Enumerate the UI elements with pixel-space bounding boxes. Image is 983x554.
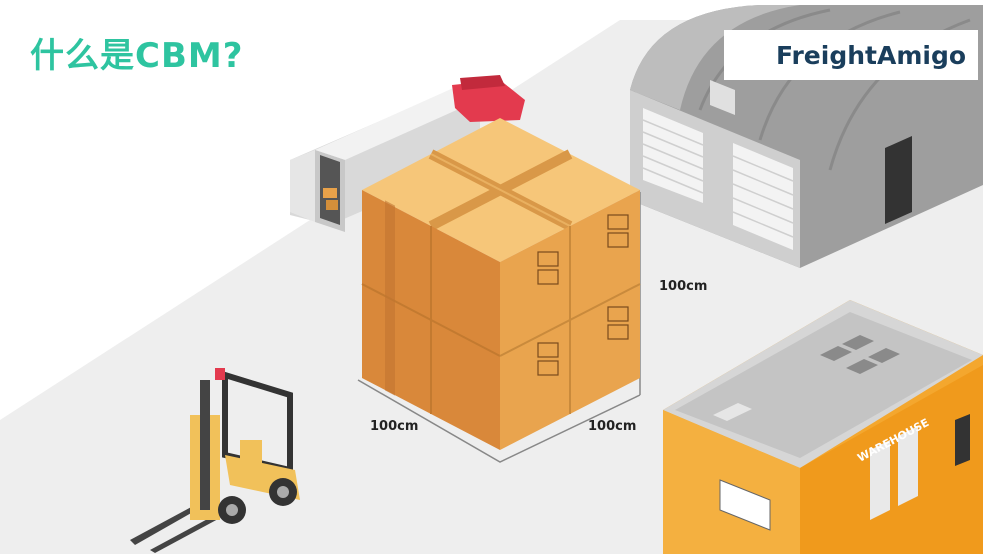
page-title: 什么是CBM? xyxy=(30,36,244,76)
height-label: 100cm xyxy=(659,279,708,294)
roller-door-left xyxy=(643,108,703,203)
brand-logo: FreightAmigo xyxy=(724,30,978,80)
logo-icon-slot xyxy=(724,33,768,77)
depth-label: 100cm xyxy=(588,419,637,434)
width-label: 100cm xyxy=(370,419,419,434)
forklift xyxy=(130,368,300,553)
truck-trailer xyxy=(290,75,525,232)
cbm-box-stack xyxy=(357,118,641,463)
brand-name: FreightAmigo xyxy=(776,40,967,70)
orange-warehouse: WAREHOUSE xyxy=(663,300,983,554)
